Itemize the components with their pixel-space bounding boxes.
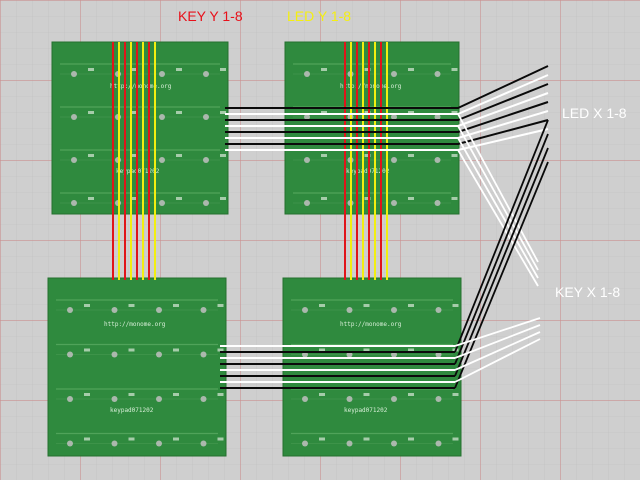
- led-x-rise-wire-2: [454, 133, 549, 365]
- pcb-model-text: keypad071202: [110, 407, 154, 414]
- key-x-wire-2: [454, 324, 541, 359]
- key-x-label: KEY X 1-8: [555, 284, 620, 300]
- led-x-wire-3: [225, 83, 549, 121]
- led-x-rise-wire-1: [454, 119, 549, 353]
- key-x-cross-wire-3: [457, 137, 539, 279]
- pcb-model-text: keypad071202: [346, 168, 390, 175]
- key-y-label: KEY Y 1-8: [178, 8, 243, 24]
- pcb-url-text: http://monome.org: [340, 83, 402, 90]
- led-y-label: LED Y 1-8: [287, 8, 351, 24]
- led-x-wire-5: [225, 101, 549, 133]
- board-bottom-right: http://monome.org keypad071202: [282, 277, 462, 457]
- key-x-wire-1: [454, 317, 541, 347]
- pcb-url-text: http://monome.org: [110, 83, 172, 90]
- key-x-cross-wire-2: [457, 125, 539, 271]
- led-x-rise-wire-3: [454, 147, 549, 377]
- led-x-wire-7: [225, 119, 549, 145]
- key-x-cross-wire-1: [457, 113, 539, 263]
- pcb-model-text: keypad071202: [344, 407, 388, 414]
- key-x-wire-4: [454, 338, 541, 383]
- led-x-wire-1: [225, 65, 549, 109]
- led-x-label: LED X 1-8: [562, 105, 627, 121]
- pcb-url-text: http://monome.org: [340, 321, 402, 328]
- key-x-wire-3: [454, 331, 541, 371]
- pcb-url-text: http://monome.org: [104, 321, 166, 328]
- led-x-rise-wire-4: [454, 161, 549, 389]
- board-top-right: http://monome.org keypad071202: [284, 41, 460, 215]
- board-bottom-left: http://monome.org keypad071202: [47, 277, 227, 457]
- key-x-cross-wire-4: [457, 149, 539, 287]
